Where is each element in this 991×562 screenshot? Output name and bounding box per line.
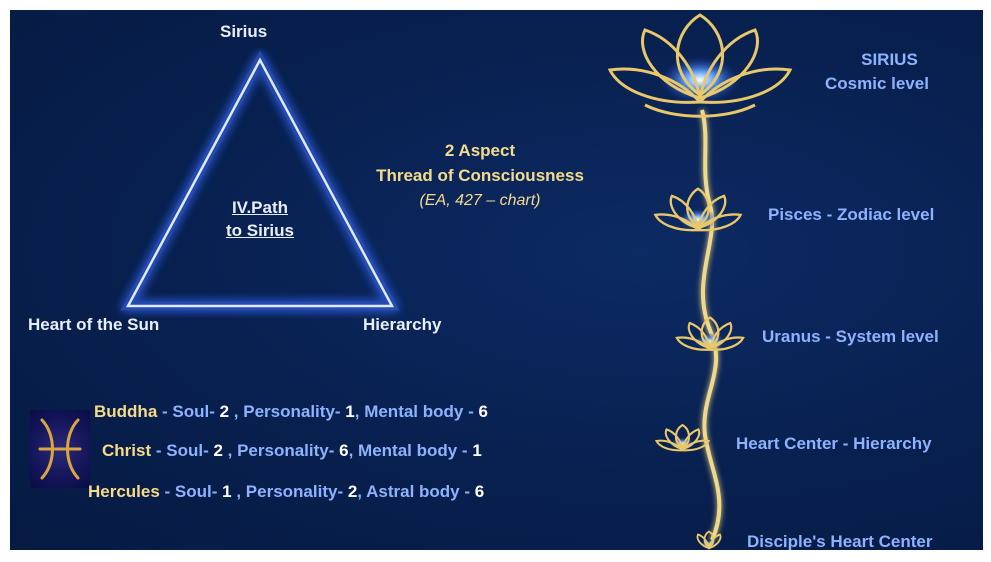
ray-row-christ: Christ - Soul- 2 , Personality- 6, Menta… [102,441,482,461]
triangle-right-label: Hierarchy [363,315,442,334]
ray-name: Christ [102,441,152,460]
personality-value: 1 [345,402,355,421]
pisces-icon [30,410,90,488]
personality-label: , Personality- [222,441,340,460]
soul-value: 2 [213,441,223,460]
ray-row-hercules: Hercules - Soul- 1 , Personality- 2, Ast… [88,482,484,502]
personality-label: , Personality- [229,402,346,421]
personality-value: 2 [347,482,358,501]
thread-reference: (EA, 427 – chart) [419,192,541,209]
ray-row-buddha: Buddha - Soul- 2 , Personality- 1, Menta… [94,402,488,422]
body-value: 1 [472,441,482,460]
level-heart-hierarchy-label: Heart Center - Hierarchy [736,434,932,453]
personality-value: 6 [339,441,349,460]
level-uranus-label: Uranus - System level [762,327,939,346]
path-line1: IV.Path [231,198,289,217]
level-sirius-desc: Cosmic level [825,74,929,93]
thread-caption: 2 Aspect Thread of Consciousness (EA, 42… [340,138,620,213]
triangle-left-label: Heart of the Sun [28,315,160,334]
lotus-icon [653,187,743,232]
golden-stem [700,109,722,541]
soul-label: - Soul- [157,402,220,421]
soul-value: 1 [222,482,232,501]
triangle-center-label: IV.Path to Sirius [205,196,315,242]
soul-label: - Soul- [159,482,223,501]
body-value: 6 [478,402,488,421]
personality-label: , Personality- [231,482,348,501]
lotus-icon [607,13,793,118]
body-label: , Mental body - [354,402,479,421]
triangle-top-label: Sirius [220,22,268,41]
ray-name: Buddha [94,402,158,421]
level-pisces-label: Pisces - Zodiac level [768,205,935,224]
level-disciple-label: Disciple's Heart Center [747,532,933,550]
lotus-icon [696,530,722,550]
lotus-icon [655,423,710,452]
soul-label: - Soul- [151,441,214,460]
soul-value: 2 [219,402,230,421]
lotus-icon [675,316,745,351]
level-sirius-label: SIRIUS Cosmic level [825,48,929,96]
thread-title: Thread of Consciousness [376,166,584,185]
triangle-diagram [120,50,400,311]
thread-aspect: 2 Aspect [444,141,516,160]
body-value: 6 [474,482,485,501]
body-label: , Mental body - [348,441,473,460]
slide: Sirius Heart of the Sun Hierarchy IV.Pat… [10,10,983,550]
path-line2: to Sirius [225,221,294,240]
level-sirius-name: SIRIUS [861,50,918,69]
ray-name: Hercules [88,482,160,501]
body-label: , Astral body - [357,482,475,501]
